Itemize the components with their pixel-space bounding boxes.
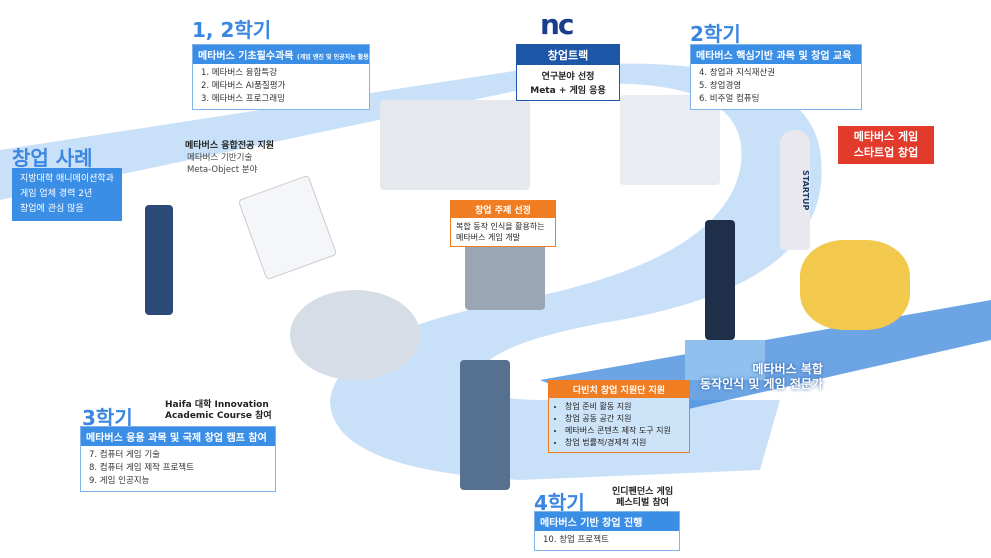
course-item: 5. 창업경영	[699, 81, 742, 91]
topic-box: 창업 주제 선정 복합 동작 인식을 활용하는 메타버스 게임 개발	[450, 200, 556, 247]
sem3-note-line: Academic Course 참여	[165, 411, 272, 421]
support-item: 창업 준비 활동 지원	[565, 401, 684, 413]
course-item: 8. 컴퓨터 게임 제작 프로젝트	[89, 463, 194, 473]
sem2-box: 메타버스 핵심기반 과목 및 창업 교육 4. 창업과 지식재산권 5. 창업경…	[690, 44, 862, 110]
sem4-note: 인디펜던스 게임 페스티벌 참여	[612, 487, 673, 509]
course-item: 1. 메타버스 융합특강	[201, 68, 278, 78]
sem3-note-line: Haifa 대학 Innovation	[165, 400, 269, 410]
meeting-table-illustration	[290, 290, 420, 380]
sem4-note-line: 인디펜던스 게임	[612, 487, 674, 497]
sem3-header: 메타버스 응용 과목 및 국제 창업 캠프 참여	[81, 427, 275, 446]
case-line: 창업에 관심 많음	[20, 204, 84, 214]
multi-header: 다빈치 창업 지원단 지원	[549, 381, 689, 398]
support-line: Meta-Object 분야	[187, 165, 258, 175]
sem3-note: Haifa 대학 Innovation Academic Course 참여	[165, 400, 272, 422]
support-line: 메타버스 기반기술	[187, 153, 253, 163]
classroom-illustration	[380, 100, 530, 190]
support-item: 메타버스 콘텐츠 제작 도구 지원	[565, 425, 684, 437]
course-item: 4. 창업과 지식재산권	[699, 68, 776, 78]
track-box: 창업트랙 연구분야 선정 Meta + 게임 응용	[516, 44, 620, 101]
startup-badge: 메타버스 게임 스타트업 창업	[838, 126, 934, 164]
track-title: 창업트랙	[517, 45, 619, 65]
support-item: 창업 법률적/경제적 지원	[565, 437, 684, 449]
sem12-header: 메타버스 기초필수과목	[198, 51, 294, 62]
rocket-illustration: STARTUP	[780, 130, 810, 250]
sem12-note: (게임 엔진 및 인공지능 활용)	[296, 54, 372, 61]
person-illustration	[145, 205, 173, 315]
course-item: 9. 게임 인공지능	[89, 476, 150, 486]
support-item: 창업 공동 공간 지원	[565, 413, 684, 425]
course-item: 2. 메타버스 AI품질평가	[201, 81, 286, 91]
expert-line: 메타버스 복합	[752, 362, 823, 376]
sem3-box: 메타버스 응용 과목 및 국제 창업 캠프 참여 7. 컴퓨터 게임 기술 8.…	[80, 426, 276, 492]
sem12-title: 1, 2학기	[192, 18, 272, 42]
multi-support-box: 다빈치 창업 지원단 지원 창업 준비 활동 지원 창업 공동 공간 지원 메타…	[548, 380, 690, 453]
nc-logo: nc	[540, 8, 575, 41]
case-title: 창업 사례	[12, 146, 93, 170]
sem2-title: 2학기	[690, 22, 741, 46]
expert-label: 메타버스 복합 동작인식 및 게임 전문가	[700, 362, 823, 392]
course-item: 6. 비주얼 컴퓨팅	[699, 94, 760, 104]
course-item: 3. 메타버스 프로그래밍	[201, 94, 285, 104]
vr-user-illustration	[460, 360, 510, 490]
startup-line: 메타버스 게임	[853, 130, 919, 143]
support-title: 메타버스 융합전공 지원	[185, 141, 275, 151]
coins-illustration	[800, 240, 910, 330]
support-lines: 메타버스 기반기술 Meta-Object 분야	[187, 152, 257, 176]
whiteboard-illustration	[620, 95, 720, 185]
case-line: 지방대학 애니메이션학과	[20, 174, 114, 184]
case-box: 지방대학 애니메이션학과 게임 업체 경력 2년 창업에 관심 많음	[12, 168, 122, 221]
sem4-box: 메타버스 기반 창업 진행 10. 창업 프로젝트	[534, 511, 680, 551]
sem4-note-line: 페스티벌 참여	[616, 498, 669, 508]
track-line: 연구분야 선정	[541, 72, 595, 82]
course-item: 7. 컴퓨터 게임 기술	[89, 450, 160, 460]
sem12-box: 메타버스 기초필수과목 (게임 엔진 및 인공지능 활용) 1. 메타버스 융합…	[192, 44, 372, 110]
case-line: 게임 업체 경력 2년	[20, 189, 93, 199]
sem2-header: 메타버스 핵심기반 과목 및 창업 교육	[691, 45, 861, 64]
sem4-header: 메타버스 기반 창업 진행	[535, 512, 679, 531]
expert-line: 동작인식 및 게임 전문가	[700, 377, 823, 391]
topic-header: 창업 주제 선정	[451, 201, 555, 218]
topic-body: 복합 동작 인식을 활용하는 메타버스 게임 개발	[456, 222, 545, 242]
expert-illustration	[705, 220, 735, 340]
startup-line: 스타트업 창업	[853, 146, 919, 159]
track-line: Meta + 게임 응용	[530, 86, 606, 96]
game-table-illustration	[465, 240, 545, 310]
course-item: 10. 창업 프로젝트	[543, 535, 609, 545]
